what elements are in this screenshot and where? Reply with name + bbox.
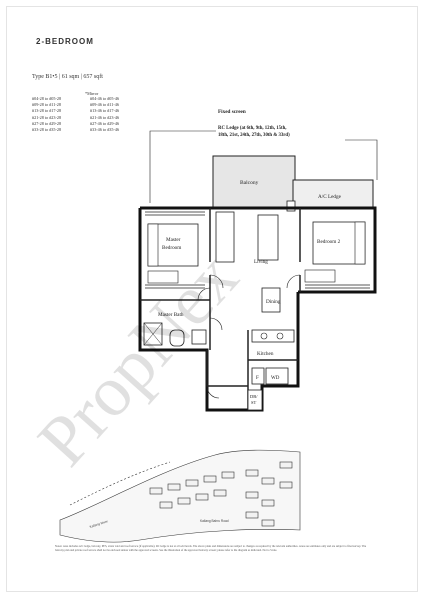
site-block — [177, 497, 191, 505]
unit-range-mirror: #04-46 to #05-46 — [90, 96, 120, 101]
hob — [260, 332, 268, 340]
site-block — [195, 493, 209, 501]
kitchen-counter — [251, 329, 295, 343]
fixed-screen-label: Fixed screen — [218, 109, 246, 115]
site-block — [261, 499, 275, 507]
washer-dryer-box — [265, 367, 289, 385]
site-block — [279, 481, 293, 489]
unit-list: #04-28 to #05-28 #04-46 to #05-46 #09-28… — [32, 96, 152, 132]
master-bed-headboard — [147, 223, 159, 267]
site-block — [167, 483, 181, 491]
site-block — [245, 491, 259, 499]
dining-table — [261, 287, 281, 313]
site-block — [213, 489, 227, 497]
fridge-box — [251, 367, 265, 385]
master-bedroom-label-2: Bedroom — [162, 245, 181, 251]
unit-range-mirror: #33-46 to #35-46 — [90, 126, 120, 132]
callout-fixed-screen — [149, 130, 216, 203]
site-plan — [59, 449, 301, 543]
unit-range-mirror: #21-46 to #23-46 — [90, 114, 120, 120]
db-store-box — [247, 389, 263, 411]
st-label: ST — [251, 400, 257, 405]
unit-range-mirror: #27-46 to #29-46 — [90, 120, 120, 126]
site-road-label: Kallang Bahru Road — [200, 519, 229, 523]
master-bath-label: Master Bath — [158, 312, 184, 318]
site-block — [261, 519, 275, 527]
page-border — [6, 6, 418, 592]
ac-ledge-label: A/C Ledge — [318, 194, 342, 200]
rc-ledge-line: RC Ledge (at 6th, 9th, 12th, 15th, — [218, 126, 287, 131]
unit-range: #13-28 to #17-28 — [32, 108, 62, 114]
balcony-label: Balcony — [240, 180, 259, 186]
site-boundary — [59, 449, 301, 543]
unit-range: #27-28 to #29-28 — [32, 120, 62, 126]
site-block — [203, 475, 217, 483]
hob — [276, 332, 284, 340]
fridge-label: F — [256, 376, 259, 381]
ac-ledge-area — [292, 179, 374, 209]
site-block — [159, 501, 173, 509]
toilet — [169, 329, 185, 347]
wd-label: WD — [271, 376, 280, 381]
rc-ledge-line: 18th, 21st, 24th, 27th, 30th & 33rd) — [218, 133, 290, 138]
kitchen-label: Kitchen — [257, 351, 274, 357]
site-block — [245, 469, 259, 477]
mirror-label: *Mirror — [85, 91, 99, 96]
site-block — [185, 479, 199, 487]
shower-drain — [143, 322, 163, 346]
ac-condenser — [286, 200, 296, 212]
site-block — [221, 471, 235, 479]
sofa — [257, 214, 279, 261]
callout-lines — [149, 130, 378, 203]
unit-type-info: Type B1•5 | 61 sqm | 657 sqft — [32, 74, 103, 80]
site-block — [261, 477, 275, 485]
master-wardrobe — [147, 270, 179, 284]
windows — [145, 211, 370, 289]
living-label: Living — [254, 259, 268, 265]
unit-range: #04-28 to #05-28 — [32, 96, 62, 101]
rc-ledge-note: RC Ledge (at 6th, 9th, 12th, 15th, 18th,… — [218, 125, 290, 139]
bedroom2-wardrobe — [304, 269, 336, 283]
unit-range-mirror: #13-46 to #17-46 — [90, 108, 120, 114]
site-block — [149, 487, 163, 495]
unit-range-mirror: #09-46 to #11-46 — [90, 102, 119, 108]
site-block — [279, 461, 293, 469]
outer-walls — [138, 206, 377, 412]
footnote: Notes: Area includes A/C ledge, balcony,… — [55, 545, 367, 552]
page-title: 2-BEDROOM — [36, 37, 94, 46]
door-swings — [197, 274, 301, 399]
bedroom2-headboard — [354, 221, 366, 265]
callout-rc-ledge — [345, 139, 378, 180]
watermark-text: PropNex — [22, 237, 253, 481]
db-label: DB/ — [250, 394, 258, 399]
unit-range: #21-28 to #23-28 — [32, 114, 62, 120]
unit-range: #33-28 to #35-28 — [32, 126, 62, 132]
site-block — [245, 511, 259, 519]
site-river-label: Kallang River — [89, 519, 109, 529]
dining-label: Dining — [266, 299, 281, 305]
basin — [191, 329, 207, 345]
master-bedroom-label-1: Master — [166, 237, 181, 243]
bedroom2-label: Bedroom 2 — [317, 239, 341, 245]
tv-console — [215, 211, 235, 263]
unit-range: #09-28 to #11-28 — [32, 102, 61, 108]
